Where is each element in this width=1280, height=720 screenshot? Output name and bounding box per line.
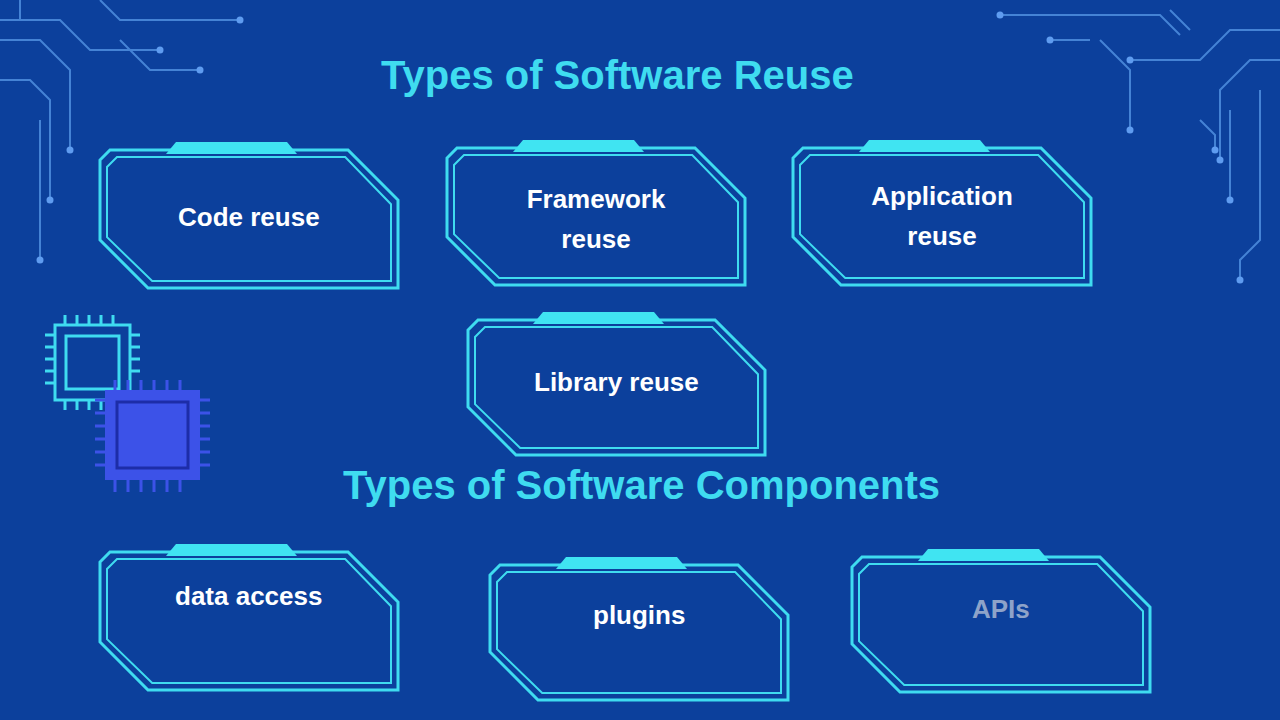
reuse-box: Framework reuse: [447, 148, 745, 285]
reuse-box: Library reuse: [468, 320, 765, 455]
reuse-box: Application reuse: [793, 148, 1091, 285]
chip-icon: [45, 315, 210, 492]
box-outline: [100, 552, 398, 690]
section-heading: Types of Software Components: [343, 463, 940, 508]
box-label: Framework reuse: [501, 179, 691, 260]
box-label: APIs: [972, 589, 1030, 629]
box-label: plugins: [593, 595, 685, 635]
reuse-box: plugins: [490, 565, 788, 700]
reuse-box: APIs: [852, 557, 1150, 692]
box-label: data access: [175, 576, 322, 616]
box-outline: [852, 557, 1150, 692]
reuse-box: Code reuse: [100, 150, 398, 288]
box-label: Library reuse: [534, 362, 699, 402]
box-outline: [447, 148, 745, 285]
box-outline: [793, 148, 1091, 285]
box-label: Code reuse: [178, 197, 320, 237]
box-label: Application reuse: [842, 176, 1042, 257]
box-outline: [490, 565, 788, 700]
diagram-title: Types of Software Reuse: [381, 53, 854, 98]
reuse-box: data access: [100, 552, 398, 690]
